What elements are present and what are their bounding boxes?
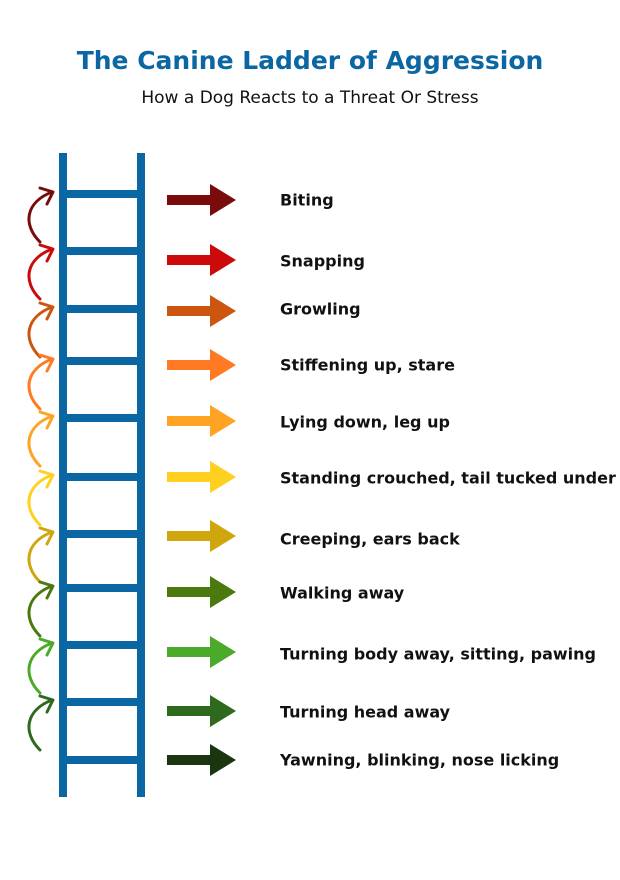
ladder-rung bbox=[63, 190, 141, 198]
step-arrow-head bbox=[210, 184, 236, 216]
curved-arrow-head-icon bbox=[38, 469, 55, 489]
curved-arrow-icon bbox=[27, 641, 54, 695]
step-label: Turning head away bbox=[280, 702, 451, 722]
curved-arrow-icon bbox=[27, 305, 54, 359]
step-label: Stiffening up, stare bbox=[280, 355, 455, 375]
step-label: Walking away bbox=[280, 583, 405, 603]
step-arrow-head bbox=[210, 349, 236, 381]
step-label: Standing crouched, tail tucked under bbox=[280, 468, 616, 488]
ladder-rung bbox=[63, 305, 141, 313]
step-arrow-shaft bbox=[167, 360, 213, 370]
curved-arrow-icon bbox=[27, 473, 54, 527]
step-arrow-head bbox=[210, 695, 236, 727]
ladder-rung bbox=[63, 247, 141, 255]
step-arrow-shaft bbox=[167, 472, 213, 482]
page-title: The Canine Ladder of Aggression bbox=[76, 46, 544, 75]
curved-arrow-icon bbox=[27, 190, 54, 244]
step-arrow-head bbox=[210, 295, 236, 327]
step-arrow-shaft bbox=[167, 306, 213, 316]
step-arrow-shaft bbox=[167, 416, 213, 426]
step-label: Creeping, ears back bbox=[280, 529, 460, 549]
curved-arrow-head-icon bbox=[38, 637, 55, 657]
step-arrow-shaft bbox=[167, 706, 213, 716]
step-arrow-head bbox=[210, 636, 236, 668]
ladder-rung bbox=[63, 641, 141, 649]
ladder-rung bbox=[63, 473, 141, 481]
curved-arrow-head-icon bbox=[38, 353, 55, 373]
curved-arrow-icon bbox=[27, 698, 54, 752]
step-arrow-head bbox=[210, 461, 236, 493]
step-arrow-head bbox=[210, 744, 236, 776]
step-arrow-head bbox=[210, 405, 236, 437]
step-arrow-head bbox=[210, 520, 236, 552]
ladder-rung bbox=[63, 756, 141, 764]
step-label: Lying down, leg up bbox=[280, 412, 450, 432]
curved-arrow-head-icon bbox=[38, 526, 55, 546]
curved-arrow-icon bbox=[27, 247, 54, 301]
curved-arrow-head-icon bbox=[38, 580, 55, 600]
step-label: Turning body away, sitting, pawing bbox=[280, 644, 596, 664]
step-arrow-shaft bbox=[167, 647, 213, 657]
ladder-rung bbox=[63, 698, 141, 706]
step-arrow-shaft bbox=[167, 195, 213, 205]
step-arrow-shaft bbox=[167, 587, 213, 597]
curved-arrow-head-icon bbox=[38, 243, 55, 263]
step-arrow-shaft bbox=[167, 531, 213, 541]
ladder-rung bbox=[63, 584, 141, 592]
ladder-rung bbox=[63, 357, 141, 365]
ladder-rung bbox=[63, 530, 141, 538]
curved-arrow-head-icon bbox=[38, 301, 55, 321]
curved-arrow-icon bbox=[27, 530, 54, 584]
curved-arrow-icon bbox=[27, 414, 54, 468]
step-label: Yawning, blinking, nose licking bbox=[280, 750, 560, 770]
curved-arrow-icon bbox=[27, 357, 54, 411]
step-label: Biting bbox=[280, 190, 334, 210]
curved-arrow-icon bbox=[27, 584, 54, 638]
page-subtitle: How a Dog Reacts to a Threat Or Stress bbox=[141, 88, 479, 108]
step-arrow-shaft bbox=[167, 755, 213, 765]
curved-arrow-head-icon bbox=[38, 694, 55, 714]
step-arrow-head bbox=[210, 576, 236, 608]
step-label: Snapping bbox=[280, 251, 365, 271]
curved-arrow-head-icon bbox=[38, 410, 55, 430]
step-label: Growling bbox=[280, 299, 361, 319]
step-arrow-shaft bbox=[167, 255, 213, 265]
step-arrow-head bbox=[210, 244, 236, 276]
curved-arrow-head-icon bbox=[38, 186, 55, 206]
ladder-rung bbox=[63, 414, 141, 422]
